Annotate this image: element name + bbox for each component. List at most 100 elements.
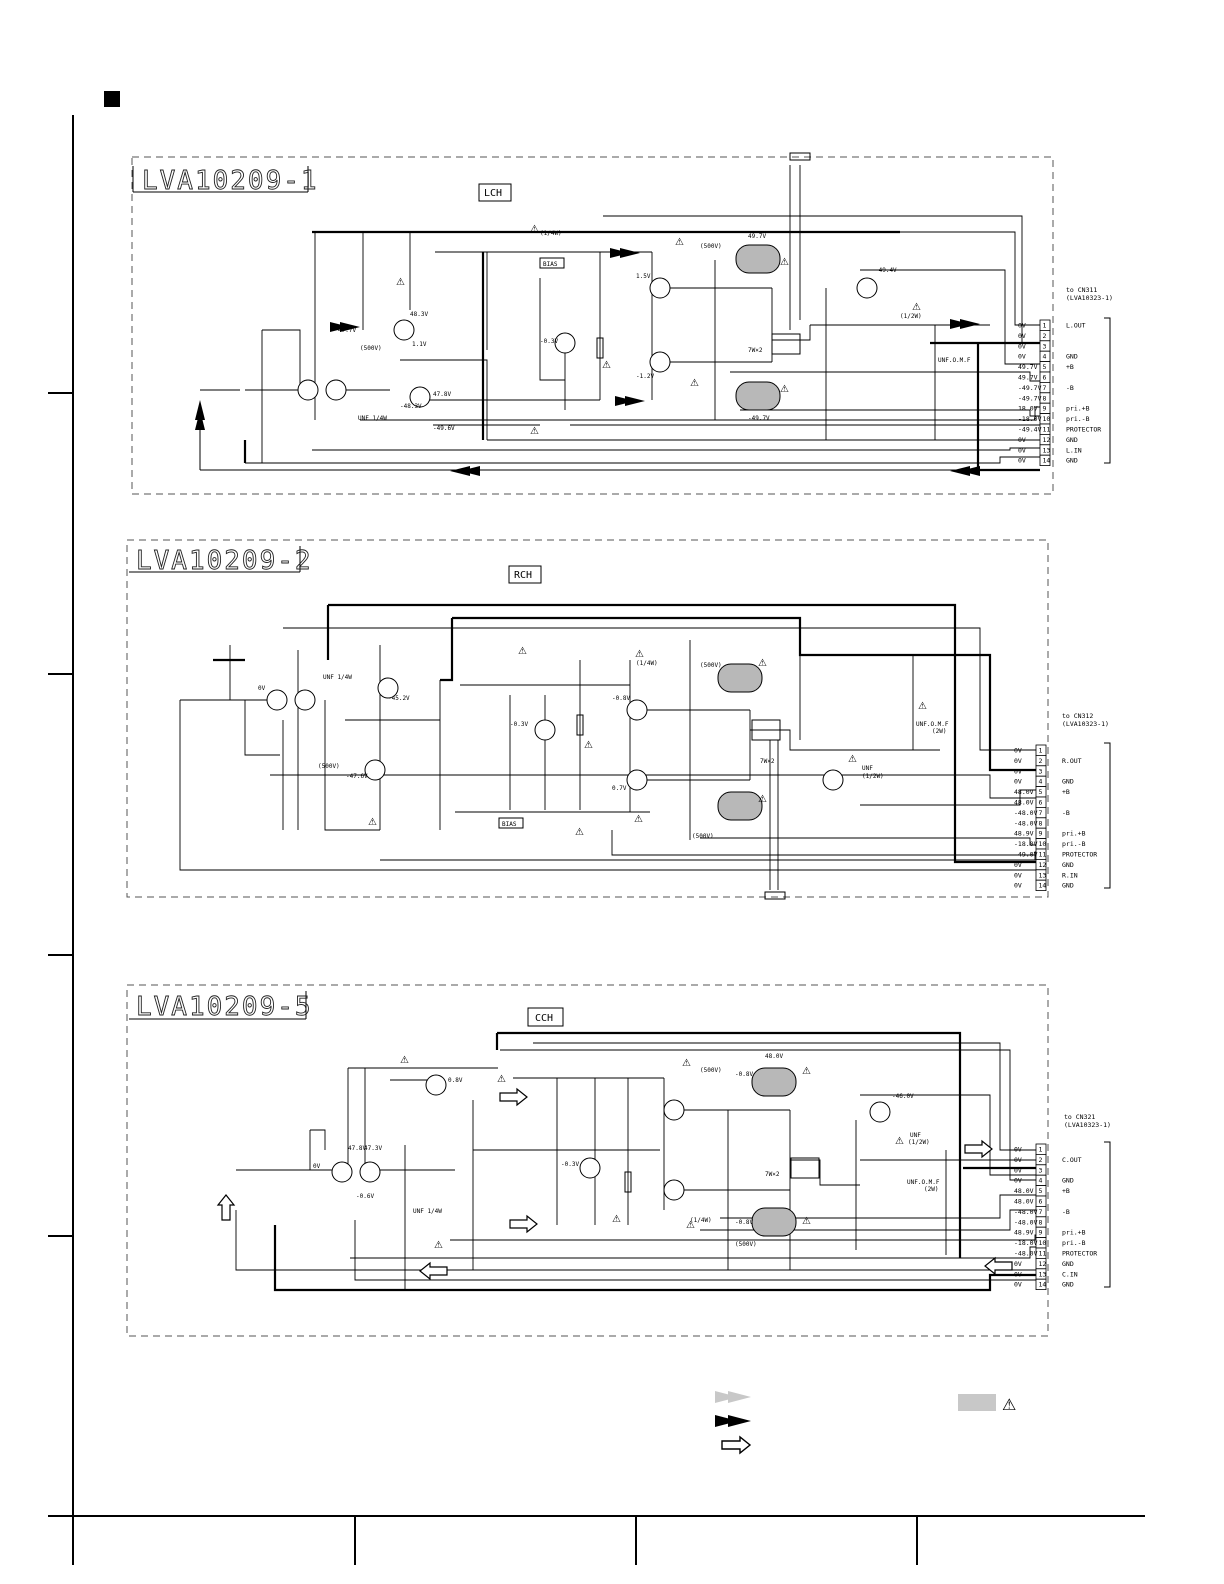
voltage-label: (1/2W) [908, 1139, 930, 1146]
voltage-label: 0.7V [612, 785, 627, 792]
board-cch: LVA10209-5 CCH [126, 984, 1111, 1337]
voltage-label: (1/4W) [540, 230, 562, 237]
voltage-label: (500V) [700, 1067, 722, 1074]
pin-number: 2 [1043, 332, 1047, 340]
voltage-label: -0.8V [735, 1071, 753, 1078]
svg-text:⚠: ⚠ [635, 649, 644, 660]
pin-number: 6 [1043, 374, 1047, 382]
voltage-label: (1/2W) [862, 773, 884, 780]
pin-number: 12 [1039, 861, 1047, 869]
pin-voltage: -48.0V [1014, 809, 1038, 817]
pin-voltage: -18.0V [1018, 415, 1042, 423]
voltage-label: UNF 1/4W [413, 1208, 442, 1215]
svg-text:⚠: ⚠ [434, 1240, 443, 1251]
pin-voltage: 0V [1014, 1166, 1022, 1174]
pin-voltage: 0V [1018, 436, 1026, 444]
black-arrow-icon [715, 1415, 751, 1427]
pin-voltage: 0V [1014, 871, 1022, 879]
svg-text:⚠: ⚠ [780, 257, 789, 268]
pin-voltage: 0V [1014, 1146, 1022, 1154]
pin-number: 10 [1039, 840, 1047, 848]
connector-target: to CN321 [1064, 1113, 1095, 1121]
pin-signal-name: GND [1062, 778, 1074, 786]
pin-voltage: 18.0V [1018, 405, 1038, 413]
pin-number: 14 [1039, 1281, 1047, 1289]
svg-text:⚠: ⚠ [758, 794, 767, 805]
voltage-label: UNF.O.M.F [938, 357, 971, 364]
pin-voltage: 0V [1014, 767, 1022, 775]
pin-number: 11 [1039, 1250, 1047, 1258]
voltage-label: (500V) [692, 833, 714, 840]
pin-signal-name: -B [1062, 1208, 1070, 1216]
voltage-label: UNF.O.M.F [916, 721, 949, 728]
svg-text:⚠: ⚠ [675, 237, 684, 248]
pin-number: 8 [1039, 1218, 1043, 1226]
pin-signal-name: GND [1066, 436, 1078, 444]
pin-voltage: 0V [1014, 778, 1022, 786]
board-rch: LVA10209-2 RCH BIAS [126, 539, 1111, 900]
pin-voltage: 0V [1014, 1270, 1022, 1278]
pin-number: 14 [1039, 882, 1047, 890]
voltage-label: -1.2V [636, 373, 654, 380]
svg-text:⚠: ⚠ [530, 426, 539, 437]
voltage-label: (1/2W) [900, 313, 922, 320]
pin-number: 5 [1043, 363, 1047, 371]
voltage-label: (500V) [318, 763, 340, 770]
pin-number: 1 [1039, 747, 1043, 755]
pin-number: 13 [1039, 871, 1047, 879]
voltage-label: 7W×2 [748, 347, 763, 354]
pin-voltage: -48.0V [1014, 1208, 1038, 1216]
pin-voltage: -48.0V [1014, 1250, 1038, 1258]
pin-number: 10 [1043, 415, 1051, 423]
pin-voltage: 48.0V [1014, 799, 1034, 807]
voltage-label: UNF 1/4W [358, 415, 387, 422]
pin-signal-name: GND [1062, 1177, 1074, 1185]
pin-number: 5 [1039, 788, 1043, 796]
connector-ref: (LVA10323-1) [1064, 1121, 1111, 1129]
connector-pin-box [1035, 1278, 1047, 1290]
voltage-label: 1.1V [412, 341, 427, 348]
channel-label: RCH [514, 570, 532, 581]
svg-text:⚠: ⚠ [400, 1055, 409, 1066]
voltage-label: (1/4W) [690, 1217, 712, 1224]
pin-voltage: 0V [1014, 1281, 1022, 1289]
svg-text:⚠: ⚠ [497, 1074, 506, 1085]
page-frame [48, 115, 1145, 1565]
pin-number: 9 [1043, 405, 1047, 413]
channel-label: LCH [484, 188, 502, 199]
connector-pin-box [1039, 454, 1051, 467]
voltage-label: (2W) [932, 728, 946, 735]
pin-number: 13 [1043, 446, 1051, 454]
pin-signal-name: pri.-B [1062, 1239, 1086, 1247]
connector-pin-box [1035, 879, 1047, 892]
pin-number: 8 [1039, 819, 1043, 827]
voltage-label: -49.4V [875, 267, 897, 274]
pin-signal-name: GND [1062, 1281, 1074, 1289]
svg-text:⚠: ⚠ [682, 1058, 691, 1069]
pin-signal-name: pri.+B [1062, 830, 1086, 838]
pin-number: 2 [1039, 1156, 1043, 1164]
voltage-label: 47.8V [348, 1145, 366, 1152]
voltage-label: (500V) [360, 345, 382, 352]
voltage-label: 7W×2 [765, 1171, 780, 1178]
pin-voltage: 0V [1018, 332, 1026, 340]
pin-number: 6 [1039, 799, 1043, 807]
voltage-label: UNF 1/4W [323, 674, 352, 681]
pin-number: 11 [1043, 426, 1051, 434]
pin-number: 7 [1043, 384, 1047, 392]
pin-voltage: 48.0V [1014, 1187, 1034, 1195]
pin-voltage: 0V [1014, 882, 1022, 890]
pin-voltage: -49.7V [1018, 394, 1042, 402]
title-marker [104, 91, 120, 107]
pin-voltage: 0V [1014, 861, 1022, 869]
voltage-label: 48.0V [765, 1053, 783, 1060]
svg-text:⚠: ⚠ [686, 1220, 695, 1231]
svg-text:⚠: ⚠ [758, 658, 767, 669]
voltage-label: UNF.O.M.F [907, 1179, 940, 1186]
svg-text:⚠: ⚠ [690, 378, 699, 389]
pin-voltage: 0V [1014, 1260, 1022, 1268]
svg-text:⚠: ⚠ [802, 1066, 811, 1077]
